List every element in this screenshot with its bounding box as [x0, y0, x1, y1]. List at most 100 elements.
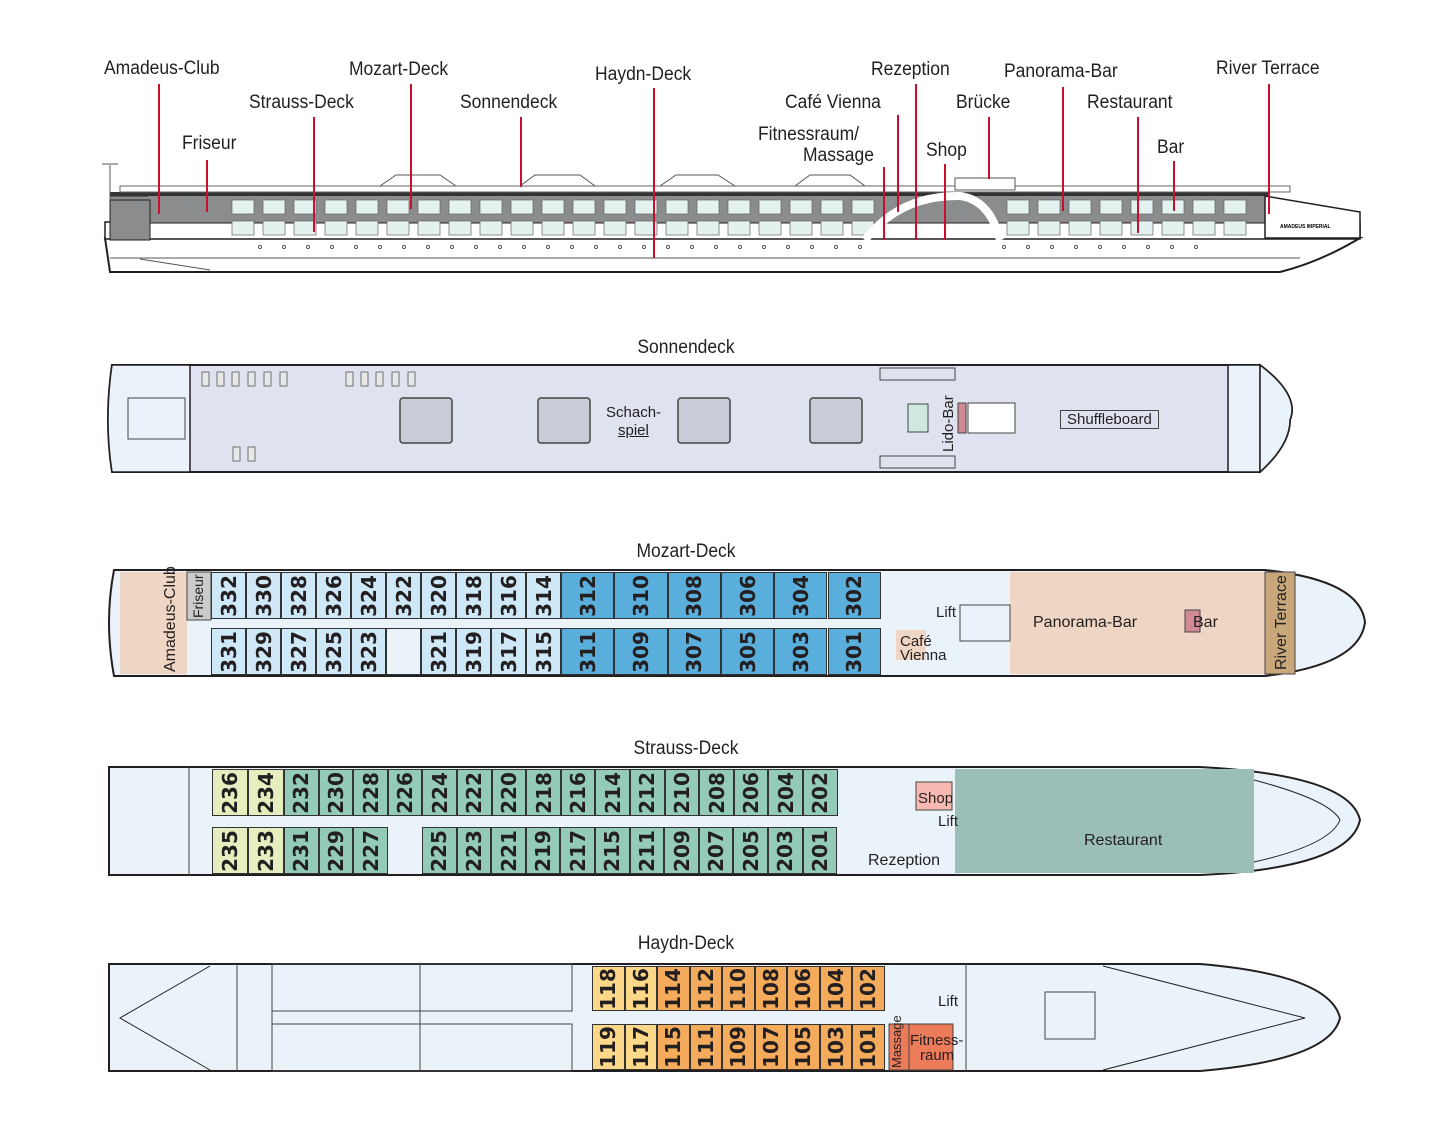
cabin-205[interactable]: 205	[733, 827, 768, 874]
cabin-216[interactable]: 216	[560, 769, 596, 816]
cabin-207[interactable]: 207	[698, 827, 734, 874]
cabin-119[interactable]: 119	[592, 1024, 625, 1070]
cabin-316[interactable]: 316	[491, 572, 526, 619]
cabin-332[interactable]: 332	[211, 572, 246, 619]
cabin-318[interactable]: 318	[456, 572, 491, 619]
cabin-306[interactable]: 306	[720, 572, 775, 619]
porthole	[785, 244, 791, 250]
sun-lounger	[216, 371, 225, 387]
window	[758, 220, 782, 236]
porthole	[1049, 244, 1055, 250]
porthole	[1025, 244, 1031, 250]
cabin-303[interactable]: 303	[774, 628, 828, 675]
cabin-231[interactable]: 231	[284, 827, 319, 874]
window	[820, 220, 844, 236]
cabin-325[interactable]: 325	[316, 628, 351, 675]
cabin-233[interactable]: 233	[248, 827, 284, 874]
cabin-108[interactable]: 108	[754, 966, 787, 1011]
cabin-203[interactable]: 203	[768, 827, 803, 874]
porthole	[809, 244, 815, 250]
cabin-312[interactable]: 312	[561, 572, 615, 619]
cabin-305[interactable]: 305	[720, 628, 775, 675]
cabin-224[interactable]: 224	[422, 769, 457, 816]
cabin-319[interactable]: 319	[456, 628, 491, 675]
porthole	[641, 244, 647, 250]
cabin-331[interactable]: 331	[211, 628, 246, 675]
cabin-201[interactable]: 201	[802, 827, 838, 874]
cabin-234[interactable]: 234	[248, 769, 284, 816]
cabin-323[interactable]: 323	[351, 628, 386, 675]
cabin-114[interactable]: 114	[657, 966, 690, 1011]
cabin-219[interactable]: 219	[525, 827, 561, 874]
cabin-204[interactable]: 204	[768, 769, 803, 816]
cabin-330[interactable]: 330	[246, 572, 281, 619]
cabin-229[interactable]: 229	[318, 827, 354, 874]
cabin-217[interactable]: 217	[560, 827, 595, 874]
restaurant-room-label: Restaurant	[1084, 832, 1163, 849]
cabin-307[interactable]: 307	[667, 628, 721, 675]
cabin-209[interactable]: 209	[664, 827, 699, 874]
cabin-110[interactable]: 110	[722, 966, 755, 1011]
cabin-329[interactable]: 329	[246, 628, 281, 675]
cabin-320[interactable]: 320	[421, 572, 456, 619]
cabin-304[interactable]: 304	[774, 572, 828, 619]
leader-shop	[944, 164, 946, 240]
cabin-212[interactable]: 212	[630, 769, 665, 816]
cabin-310[interactable]: 310	[614, 572, 668, 619]
cabin-116[interactable]: 116	[624, 966, 657, 1011]
cabin-218[interactable]: 218	[526, 769, 561, 816]
cabin-327[interactable]: 327	[281, 628, 316, 675]
cabin-211[interactable]: 211	[629, 827, 665, 874]
cabin-number: 106	[791, 967, 816, 1010]
cabin-102[interactable]: 102	[852, 966, 885, 1011]
cabin-226[interactable]: 226	[387, 769, 423, 816]
cabin-105[interactable]: 105	[787, 1024, 820, 1070]
cabin-220[interactable]: 220	[491, 769, 527, 816]
cabin-301[interactable]: 301	[827, 628, 881, 675]
cabin-236[interactable]: 236	[212, 769, 248, 816]
cabin-326[interactable]: 326	[316, 572, 351, 619]
cabin-321[interactable]: 321	[421, 628, 456, 675]
cabin-103[interactable]: 103	[819, 1024, 852, 1070]
cabin-328[interactable]: 328	[281, 572, 316, 619]
cabin-115[interactable]: 115	[657, 1024, 690, 1070]
cabin-230[interactable]: 230	[318, 769, 354, 816]
cabin-101[interactable]: 101	[852, 1024, 885, 1070]
cabin-223[interactable]: 223	[456, 827, 492, 874]
cabin-227[interactable]: 227	[353, 827, 388, 874]
cabin-322[interactable]: 322	[386, 572, 421, 619]
cabin-228[interactable]: 228	[353, 769, 388, 816]
cabin-215[interactable]: 215	[595, 827, 630, 874]
cabin-222[interactable]: 222	[457, 769, 492, 816]
cabin-324[interactable]: 324	[351, 572, 386, 619]
cabin-232[interactable]: 232	[284, 769, 319, 816]
cabin-317[interactable]: 317	[491, 628, 526, 675]
cabin-117[interactable]: 117	[624, 1024, 657, 1070]
cabin-118[interactable]: 118	[592, 966, 625, 1011]
leader-bruecke	[988, 117, 990, 179]
cabin-315[interactable]: 315	[526, 628, 561, 675]
cabin-314[interactable]: 314	[526, 572, 561, 619]
cabin-106[interactable]: 106	[787, 966, 820, 1011]
cabin-104[interactable]: 104	[819, 966, 852, 1011]
cabin-214[interactable]: 214	[595, 769, 630, 816]
cabin-225[interactable]: 225	[422, 827, 457, 874]
window	[665, 199, 689, 215]
cabin-302[interactable]: 302	[827, 572, 881, 619]
cabin-308[interactable]: 308	[667, 572, 721, 619]
cabin-309[interactable]: 309	[614, 628, 668, 675]
cabin-235[interactable]: 235	[212, 827, 248, 874]
cabin-221[interactable]: 221	[491, 827, 526, 874]
window	[541, 220, 565, 236]
cabin-112[interactable]: 112	[689, 966, 722, 1011]
cabin-111[interactable]: 111	[689, 1024, 722, 1070]
cabin-206[interactable]: 206	[733, 769, 769, 816]
window	[1037, 220, 1061, 236]
cabin-109[interactable]: 109	[722, 1024, 755, 1070]
window	[572, 199, 596, 215]
cabin-208[interactable]: 208	[699, 769, 734, 816]
cabin-311[interactable]: 311	[561, 628, 615, 675]
cabin-210[interactable]: 210	[664, 769, 700, 816]
cabin-107[interactable]: 107	[754, 1024, 787, 1070]
cabin-202[interactable]: 202	[803, 769, 838, 816]
